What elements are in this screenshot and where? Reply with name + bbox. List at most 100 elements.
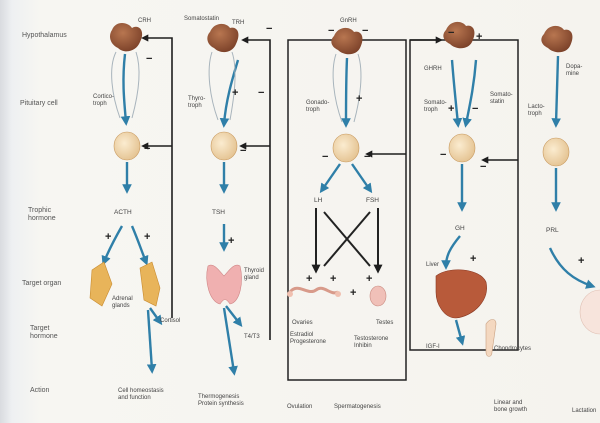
thyrotroph-label: Thyro-troph <box>188 96 205 109</box>
gonadal-axis: GnRH − − + Gonado-troph − − LH FSH + + +… <box>287 18 406 410</box>
ovaries-label: Ovaries <box>292 320 313 326</box>
ovary-shape <box>335 291 341 297</box>
plus-sign: + <box>448 103 454 115</box>
hypo-to-pit-arrow <box>123 54 126 122</box>
minus-sign: − <box>328 25 334 37</box>
plus-sign: + <box>232 87 238 99</box>
hypothalamus-shape <box>541 26 572 52</box>
prl-to-breast-arrow <box>550 248 592 286</box>
testis-shape <box>370 286 386 306</box>
lactation-label: Lactation <box>572 408 596 414</box>
thyroid-shape <box>207 265 242 304</box>
minus-sign: − <box>448 27 454 39</box>
minus-sign: − <box>266 23 272 35</box>
minus-sign: − <box>440 149 446 161</box>
somatostatin-label: Somato-statin <box>490 92 513 105</box>
female-hormones-label: EstradiolProgesterone <box>290 332 327 345</box>
minus-sign: − <box>364 151 370 163</box>
tsh-label: TSH <box>212 209 225 216</box>
row-label-pituitary-cell: Pituitary cell <box>20 100 58 107</box>
chondrocytes-label: Chondrocytes <box>494 346 531 352</box>
pituitary-shape <box>211 132 237 160</box>
t4t3-arrow <box>226 306 240 324</box>
prl-label: PRL <box>546 227 559 234</box>
hypothalamus-shape <box>331 28 362 54</box>
minus-sign: − <box>240 145 246 157</box>
pituitary-shape <box>333 134 359 162</box>
corticotroph-label: Cortico-troph <box>93 94 114 107</box>
pituitary-shape <box>114 132 140 160</box>
dopamine-arrow <box>556 56 558 124</box>
spermatogenesis-label: Spermatogenesis <box>334 404 381 410</box>
left-adrenal-shape <box>90 262 112 306</box>
acth-label: ACTH <box>114 209 132 216</box>
gh-to-liver-arrow <box>446 236 460 266</box>
igf-arrow <box>456 320 462 342</box>
row-label-hypothalamus: Hypothalamus <box>22 32 67 39</box>
stalk-left <box>112 52 120 118</box>
row-label-action: Action <box>30 387 50 394</box>
cortisol-label: Cortisol <box>160 318 180 324</box>
ovary-shape <box>287 291 293 297</box>
row-label-target-organ: Target organ <box>22 280 61 287</box>
ovulation-label: Ovulation <box>287 404 312 410</box>
row-label-trophic-hormone: Trophichormone <box>28 207 56 222</box>
plus-sign: + <box>356 93 362 105</box>
t4t3-label: T4/T3 <box>244 334 260 340</box>
lh-label: LH <box>314 197 323 204</box>
plus-sign: + <box>330 273 336 285</box>
testes-label: Testes <box>376 320 393 326</box>
crh-label: CRH <box>138 18 151 24</box>
minus-sign: − <box>472 103 478 115</box>
right-adrenal-shape <box>140 262 160 306</box>
gnrh-label: GnRH <box>340 18 357 24</box>
plus-sign: + <box>105 231 111 243</box>
plus-sign: + <box>470 253 476 265</box>
minus-sign: − <box>144 143 150 155</box>
adrenal-action-arrow <box>148 310 152 370</box>
pit-to-fsh-arrow <box>352 164 370 190</box>
igf-label: IGF-I <box>426 344 440 350</box>
breast-shape <box>580 290 600 334</box>
pituitary-shape <box>543 138 569 166</box>
minus-sign: − <box>480 161 486 173</box>
stalk-right <box>354 54 361 122</box>
minus-sign: − <box>322 151 328 163</box>
gonadotroph-label: Gonado-troph <box>306 100 329 113</box>
ovary-tube-shape <box>290 288 338 293</box>
lactotroph-label: Lacto-troph <box>528 104 545 117</box>
thyroid-axis: Somatostatin TRH + − Thyro-troph TSH + T… <box>184 16 272 407</box>
hypo-to-pit-arrow <box>346 58 347 124</box>
gh-label: GH <box>455 225 465 232</box>
ghrh-label: GHRH <box>424 66 442 72</box>
growth-axis: − + GHRH Somato-troph Somato-statin + − … <box>410 22 531 413</box>
minus-sign: − <box>362 25 368 37</box>
somatotroph-label: Somato-troph <box>424 100 447 113</box>
thyroid-long-feedback <box>244 40 270 340</box>
hypothalamus-shape <box>110 23 142 51</box>
plus-sign: + <box>366 273 372 285</box>
hypothalamus-shape <box>207 24 238 52</box>
stalk-left <box>209 52 218 120</box>
pit-to-lh-arrow <box>322 164 340 190</box>
fsh-label: FSH <box>366 197 379 204</box>
plus-sign: + <box>306 273 312 285</box>
plus-sign: + <box>350 287 356 299</box>
plus-sign: + <box>144 231 150 243</box>
liver-label: Liver <box>426 262 439 268</box>
trh-label: TRH <box>232 20 244 26</box>
somatostatin-label: Somatostatin <box>184 16 219 22</box>
minus-sign: − <box>146 53 152 65</box>
cortisol-arrow <box>150 308 160 322</box>
dopamine-label: Dopa-mine <box>566 64 582 77</box>
